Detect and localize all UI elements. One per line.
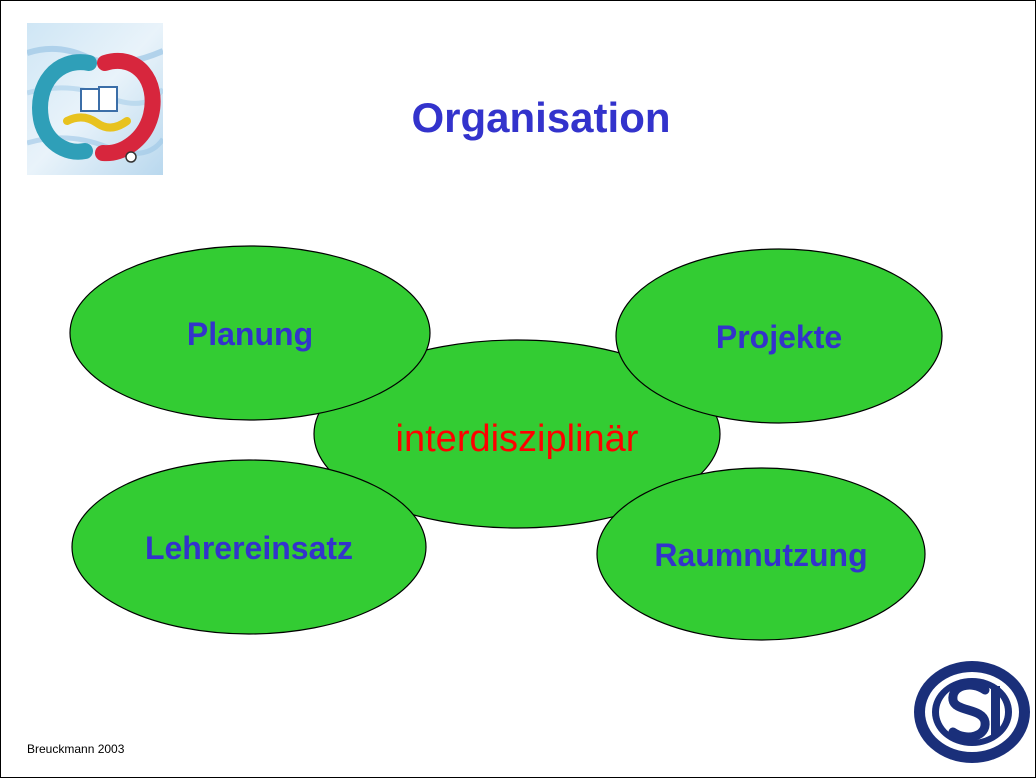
school-logo-icon — [27, 23, 163, 175]
node-lehrereinsatz-label: Lehrereinsatz — [145, 530, 353, 566]
node-planung: Planung — [69, 245, 431, 421]
node-raumnutzung: Raumnutzung — [596, 467, 926, 641]
node-raumnutzung-label: Raumnutzung — [654, 537, 867, 573]
center-node: interdisziplinär — [313, 339, 721, 529]
node-lehrereinsatz: Lehrereinsatz — [71, 459, 427, 635]
node-projekte-label: Projekte — [716, 319, 842, 355]
si-logo-icon — [914, 661, 1030, 763]
node-planung-label: Planung — [187, 316, 313, 352]
node-projekte: Projekte — [615, 248, 943, 424]
center-node-label: interdisziplinär — [396, 418, 639, 460]
page-title: Organisation — [411, 94, 671, 141]
footer-credit: Breuckmann 2003 — [27, 742, 125, 756]
